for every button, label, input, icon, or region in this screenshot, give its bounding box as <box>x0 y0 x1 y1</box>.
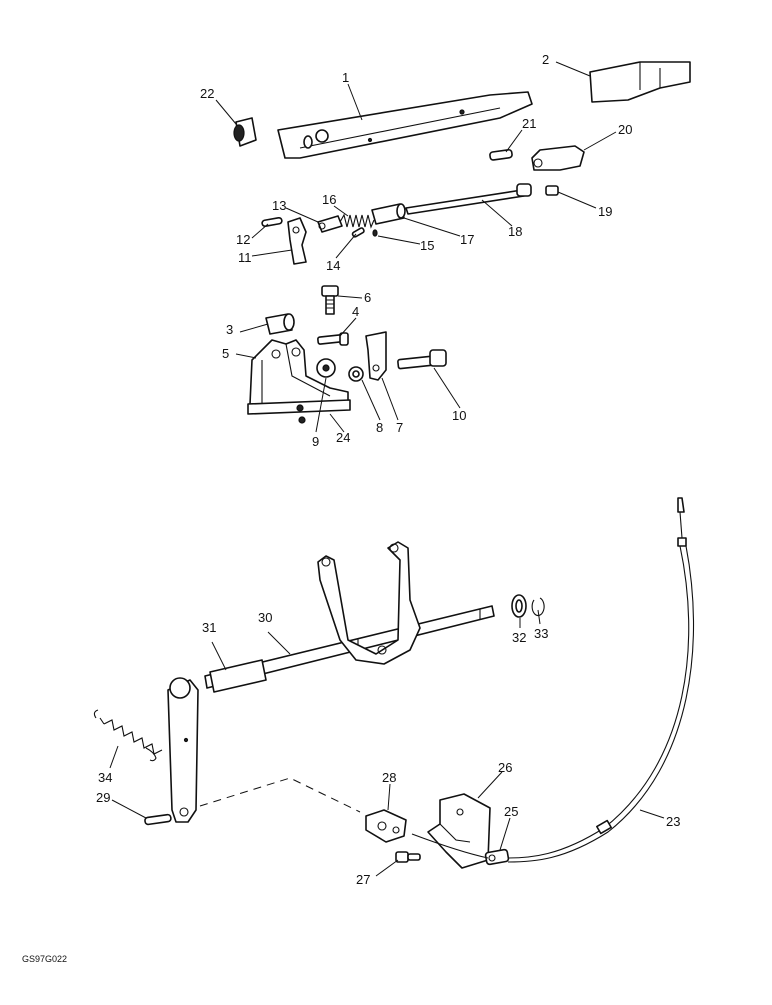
callout-25: 25 <box>504 804 518 819</box>
part-8-washer <box>348 366 364 382</box>
callout-11: 11 <box>238 250 252 265</box>
callout-21: 21 <box>522 116 536 131</box>
part-21-pin <box>489 148 513 161</box>
callout-5: 5 <box>222 346 229 361</box>
part-13-end-fitting <box>317 215 343 233</box>
part-18-rod <box>405 183 532 215</box>
callout-20: 20 <box>618 122 632 137</box>
callout-33: 33 <box>534 626 548 641</box>
part-27-bolt <box>395 851 421 863</box>
part-22-bushing <box>233 117 257 147</box>
callout-31: 31 <box>202 620 216 635</box>
drawing-code: GS97G022 <box>22 954 67 964</box>
part-6-bolt <box>321 285 339 315</box>
part-16-spring <box>339 213 375 229</box>
callout-24: 24 <box>336 430 350 445</box>
inner-cable <box>411 833 489 859</box>
callout-29: 29 <box>96 790 110 805</box>
part-24-base-plate <box>247 399 351 424</box>
callout-13: 13 <box>272 198 286 213</box>
part-26-bracket <box>427 793 491 869</box>
part-20-clevis <box>531 145 585 171</box>
callout-28: 28 <box>382 770 396 785</box>
callout-23: 23 <box>666 814 680 829</box>
callout-12: 12 <box>236 232 250 247</box>
part-11-latch <box>287 217 307 265</box>
callout-6: 6 <box>364 290 371 305</box>
callout-18: 18 <box>508 224 522 239</box>
part-7-lever <box>365 331 387 381</box>
callout-30: 30 <box>258 610 272 625</box>
part-25-cable-fitting <box>484 848 510 866</box>
part-10-bolt <box>397 349 447 370</box>
callout-17: 17 <box>460 232 474 247</box>
callout-26: 26 <box>498 760 512 775</box>
part-15-clip <box>372 229 378 237</box>
callout-15: 15 <box>420 238 434 253</box>
callout-7: 7 <box>396 420 403 435</box>
part-31-sleeve <box>209 659 267 693</box>
callout-3: 3 <box>226 322 233 337</box>
part-29-pin <box>144 813 172 826</box>
part-1-lever-arm <box>277 91 533 159</box>
callout-32: 32 <box>512 630 526 645</box>
part-5-bracket <box>249 339 349 411</box>
callout-4: 4 <box>352 304 359 319</box>
part-23-control-cable <box>507 497 695 863</box>
callout-10: 10 <box>452 408 466 423</box>
part-3-bushing <box>265 313 295 335</box>
callout-leaders <box>109 61 665 877</box>
callout-19: 19 <box>598 204 612 219</box>
callout-22: 22 <box>200 86 214 101</box>
callout-34: 34 <box>98 770 112 785</box>
callout-1: 1 <box>342 70 349 85</box>
callout-2: 2 <box>542 52 549 67</box>
part-33-circlip <box>531 597 545 617</box>
part-4-bolt <box>317 332 349 346</box>
callout-labels: 1 2 3 4 5 6 7 8 9 10 11 12 13 14 15 16 1… <box>96 52 680 887</box>
part-34-spring <box>93 709 163 762</box>
part-9-roller <box>316 358 336 378</box>
dashed-connection-line <box>199 777 361 813</box>
part-32-washer <box>511 594 527 618</box>
callout-16: 16 <box>322 192 336 207</box>
callout-9: 9 <box>312 434 319 449</box>
callout-27: 27 <box>356 872 370 887</box>
part-2-block <box>589 61 691 103</box>
part-12-pin <box>261 216 283 228</box>
shaft-lever-arm <box>167 677 199 823</box>
part-19-nut <box>545 185 559 196</box>
part-17-sleeve <box>371 203 406 225</box>
part-28-clamp <box>365 809 407 843</box>
callout-14: 14 <box>326 258 340 273</box>
shift-fork <box>317 541 421 665</box>
callout-8: 8 <box>376 420 383 435</box>
